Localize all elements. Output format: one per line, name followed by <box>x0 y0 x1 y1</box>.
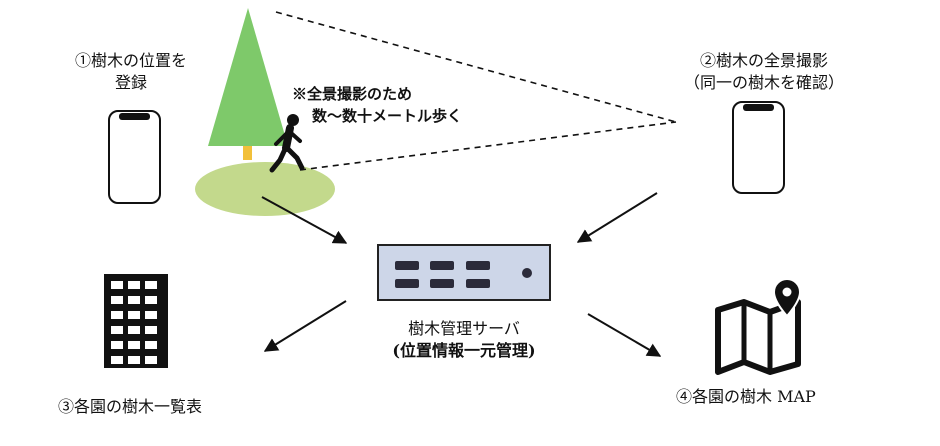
sight-line-top <box>275 11 677 123</box>
step3-label: ③各園の樹木一覧表 <box>58 397 203 416</box>
server-label: 樹木管理サーバ (位置情報一元管理) <box>354 318 574 362</box>
arrow-server-to-map <box>587 313 662 357</box>
server-line2: (位置情報一元管理) <box>392 341 536 360</box>
smartphone-icon <box>732 101 785 194</box>
arrow-ground-to-server <box>261 196 348 244</box>
server-icon <box>377 244 551 301</box>
step4-label: ④各園の樹木 MAP <box>676 387 816 406</box>
sight-line-bottom <box>299 121 677 171</box>
walk-note: ※全景撮影のため 数～数十メートル歩く <box>292 83 462 127</box>
server-line1: 樹木管理サーバ <box>408 319 520 338</box>
arrow-server-to-list <box>263 300 347 352</box>
walk-note-line2: 数～数十メートル歩く <box>312 107 463 125</box>
step2-line2: （同一の樹木を確認） <box>683 73 844 92</box>
ground-ellipse <box>195 162 335 216</box>
building-icon <box>104 274 168 368</box>
tree-icon <box>208 8 288 160</box>
step2-line1: ②樹木の全景撮影 <box>699 51 828 70</box>
step1-label: ①樹木の位置を 登録 <box>34 50 228 94</box>
walk-note-line1: ※全景撮影のため <box>292 85 413 103</box>
smartphone-icon <box>108 110 161 204</box>
step1-line2: 登録 <box>114 73 147 92</box>
arrow-phone-to-server <box>576 192 658 243</box>
step1-line1: ①樹木の位置を <box>74 51 187 70</box>
map-pin-icon <box>715 277 802 375</box>
walking-person-icon <box>269 114 305 173</box>
step2-label: ②樹木の全景撮影 （同一の樹木を確認） <box>654 50 874 94</box>
